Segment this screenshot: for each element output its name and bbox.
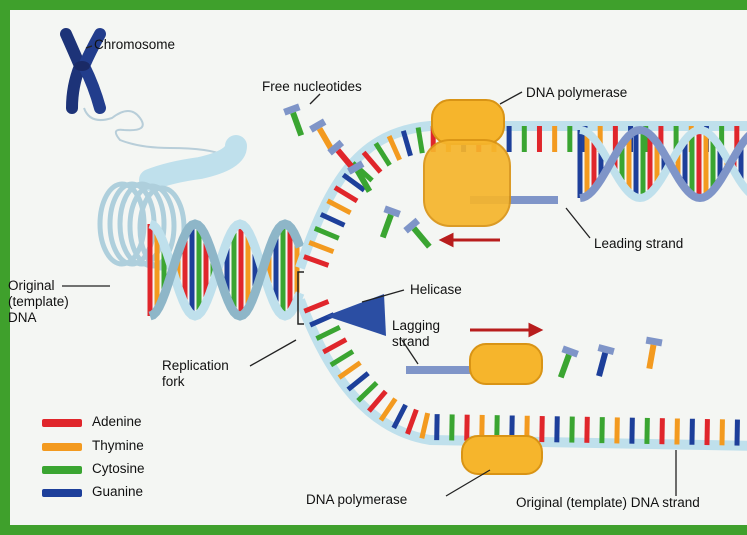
- base: [315, 228, 339, 238]
- base: [316, 327, 339, 338]
- dna-polymerase-icon: [424, 100, 510, 226]
- base: [389, 136, 400, 160]
- legend-label: Adenine: [92, 414, 142, 430]
- label-original-line1: Original: [8, 278, 69, 294]
- leader-lines: [62, 46, 676, 496]
- legend-swatch: [42, 489, 82, 497]
- label-dna-polymerase-top: DNA polymerase: [526, 85, 627, 101]
- legend-swatch: [42, 466, 82, 474]
- legend-label: Cytosine: [92, 461, 145, 477]
- dna-polymerase-icon: [462, 344, 542, 474]
- free-nucleotide: [375, 206, 401, 241]
- base: [328, 201, 351, 213]
- base: [364, 152, 381, 172]
- legend-swatch: [42, 419, 82, 427]
- free-nucleotide: [591, 344, 614, 378]
- legend-swatch: [42, 443, 82, 451]
- base: [348, 373, 368, 389]
- label-replication-line2: fork: [162, 374, 229, 390]
- base: [335, 188, 357, 202]
- free-nucleotide: [403, 218, 435, 252]
- legend-label: Guanine: [92, 484, 143, 500]
- label-original-line3: DNA: [8, 310, 69, 326]
- label-lagging-line1: Lagging: [392, 318, 440, 334]
- label-chromosome: Chromosome: [94, 37, 175, 53]
- label-original-template-dna-strand: Original (template) DNA strand: [516, 495, 700, 511]
- base: [381, 399, 396, 421]
- base: [331, 351, 353, 365]
- label-replication-fork: Replication fork: [162, 358, 229, 390]
- free-nucleotide: [283, 104, 309, 139]
- base: [394, 405, 406, 428]
- label-original-line2: (template): [8, 294, 69, 310]
- label-lagging-line2: strand: [392, 334, 440, 350]
- label-free-nucleotides: Free nucleotides: [262, 79, 362, 95]
- base: [304, 301, 328, 311]
- chromatin-fiber: [84, 108, 226, 156]
- base: [376, 143, 390, 165]
- legend-label: Thymine: [92, 438, 144, 454]
- base: [321, 214, 345, 225]
- label-leading-strand: Leading strand: [594, 236, 683, 252]
- base: [369, 391, 386, 411]
- base: [403, 131, 410, 156]
- label-original-template-dna: Original (template) DNA: [8, 278, 69, 326]
- label-dna-polymerase-bottom: DNA polymerase: [306, 492, 407, 508]
- label-lagging-strand: Lagging strand: [392, 318, 440, 350]
- free-nucleotide: [553, 346, 579, 381]
- chromatin-tube: [150, 146, 236, 180]
- label-replication-line1: Replication: [162, 358, 229, 374]
- label-helicase: Helicase: [410, 282, 462, 298]
- base: [339, 363, 360, 378]
- base: [323, 340, 346, 352]
- free-nucleotide: [641, 337, 662, 370]
- base: [358, 383, 377, 401]
